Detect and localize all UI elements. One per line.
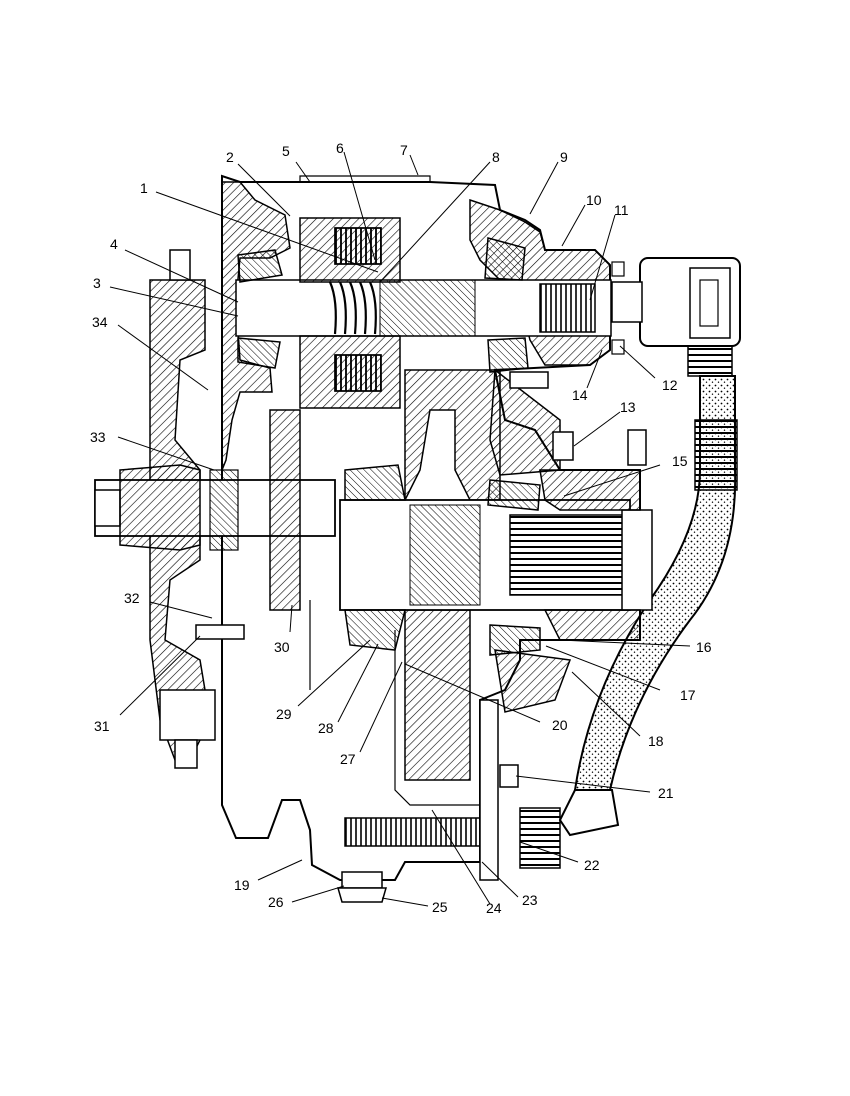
callout-20: 20 (552, 717, 568, 733)
callout-12: 12 (662, 377, 678, 393)
callout-18: 18 (648, 733, 664, 749)
callout-7: 7 (400, 142, 408, 158)
callout-15: 15 (672, 453, 688, 469)
callout-11: 11 (614, 202, 629, 218)
callout-33: 33 (90, 429, 106, 445)
callout-30: 30 (274, 639, 290, 655)
callout-25: 25 (432, 899, 448, 915)
callout-14: 14 (572, 387, 588, 403)
callout-34: 34 (92, 314, 108, 330)
callout-6: 6 (336, 140, 344, 156)
callout-26: 26 (268, 894, 284, 910)
callout-31: 31 (94, 718, 110, 734)
callout-23: 23 (522, 892, 538, 908)
callout-2: 2 (226, 149, 234, 165)
callout-24: 24 (486, 900, 502, 916)
callout-9: 9 (560, 149, 568, 165)
callout-32: 32 (124, 590, 140, 606)
housing-drawing (94, 174, 741, 903)
callout-labels: 1 2 3 4 5 6 7 8 9 10 11 12 13 14 15 16 1… (90, 140, 712, 916)
callout-3: 3 (93, 275, 101, 291)
callout-4: 4 (110, 236, 118, 252)
callout-17: 17 (680, 687, 696, 703)
callout-19: 19 (234, 877, 250, 893)
callout-16: 16 (696, 639, 712, 655)
callout-8: 8 (492, 149, 500, 165)
leader-lines (109, 151, 691, 907)
callout-13: 13 (620, 399, 636, 415)
callout-27: 27 (340, 751, 356, 767)
callout-21: 21 (658, 785, 674, 801)
callout-28: 28 (318, 720, 334, 736)
callout-1: 1 (140, 180, 148, 196)
callout-29: 29 (276, 706, 292, 722)
callout-5: 5 (282, 143, 290, 159)
callout-22: 22 (584, 857, 600, 873)
callout-10: 10 (586, 192, 602, 208)
